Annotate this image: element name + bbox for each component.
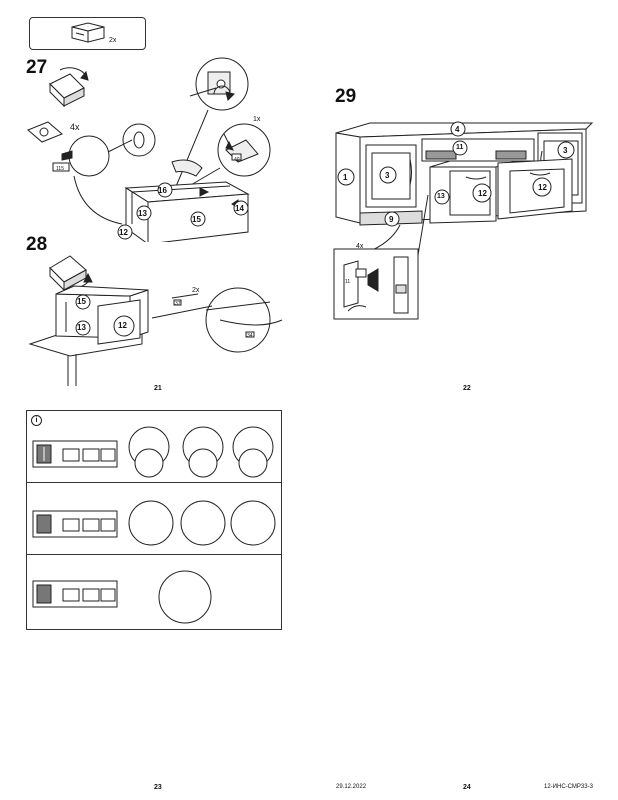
document-code: 12-ИНС-СМР33-3 [544,784,593,790]
quantity-label: 2x [109,37,117,44]
step-number-27: 27 [26,57,48,78]
step-29-tv-bench-illustration [333,122,594,320]
part-number-37: 37 [175,301,181,307]
step-number-28: 28 [26,234,48,255]
callout-12-right: 12 [538,183,547,192]
callout-11: 11 [456,144,464,151]
drawer-part-icon [71,22,105,43]
callout-15: 15 [192,215,201,224]
step-29-callouts [337,121,575,227]
page-number-24: 24 [463,784,471,791]
step-27-illustration [27,57,271,242]
callout-14: 14 [235,204,244,213]
callout-13: 13 [77,323,86,332]
part-number-34: 34 [247,333,253,339]
callout-3-right: 3 [563,146,568,155]
qty-1x-step27: 1x [253,116,261,123]
adjustment-info-panel: i [26,410,282,630]
callout-16: 16 [158,186,167,195]
page-number-21: 21 [154,385,162,392]
hinge-adjustment-illustrations [32,426,276,624]
info-row-1 [27,411,281,483]
part-number-40: 40 [234,157,240,163]
qty-2x-step28: 2x [192,287,200,294]
info-icon: i [31,415,42,426]
step-number-29: 29 [335,86,357,107]
rotate-drawer-icon [49,67,89,108]
step-28-callouts [75,294,135,337]
callout-4: 4 [455,125,460,134]
step-27-callouts [117,182,249,240]
qty-4x-step29: 4x [356,243,364,250]
info-row-2 [27,483,281,555]
page-number-23: 23 [154,784,162,791]
callout-12: 12 [119,228,128,237]
callout-1: 1 [343,173,348,182]
page-number-22: 22 [463,385,471,392]
callout-3-left: 3 [385,171,390,180]
print-date: 29.12.2022 [336,784,367,790]
part-number-11: 11 [345,279,351,285]
parts-callout-box: 2x [29,17,146,50]
callout-12-left: 12 [478,189,487,198]
callout-15: 15 [77,297,86,306]
callout-13: 13 [437,193,445,200]
callout-12: 12 [118,321,127,330]
part-number-115: 115 [56,166,64,172]
qty-4x-step27: 4x [70,122,80,132]
rotate-drawer-icon [49,255,93,292]
callout-13: 13 [138,209,147,218]
callout-9: 9 [389,215,394,224]
